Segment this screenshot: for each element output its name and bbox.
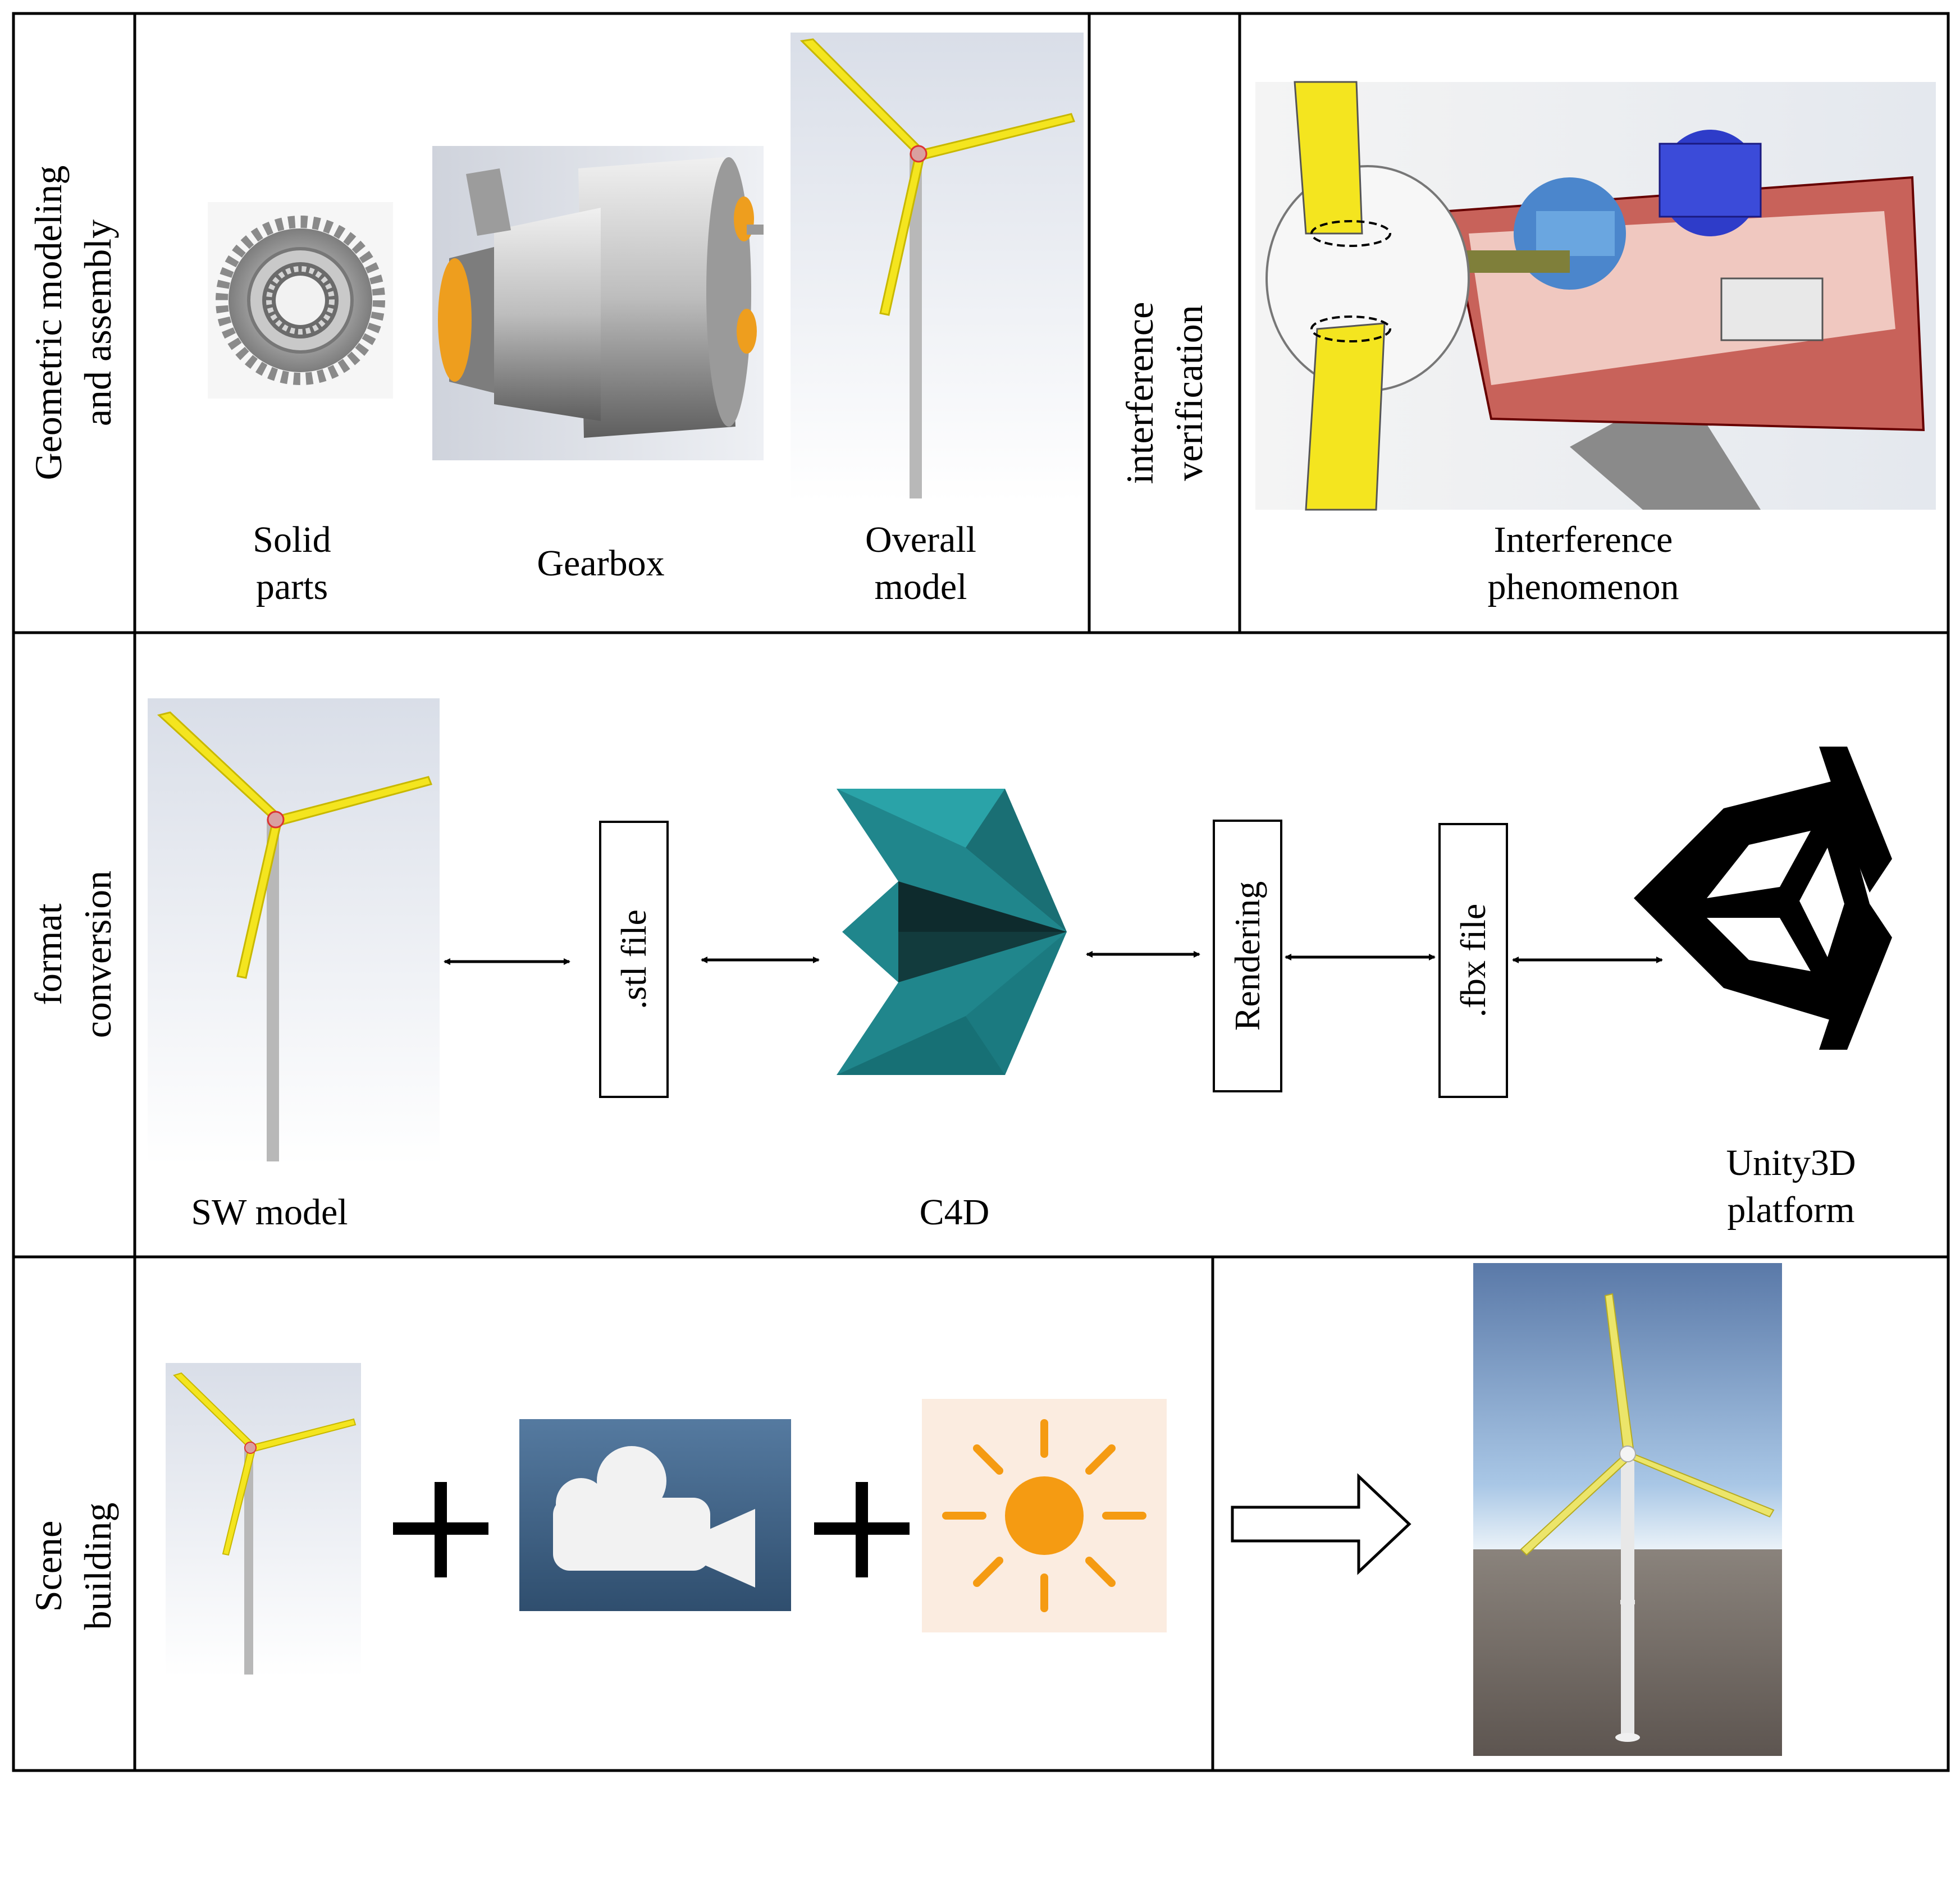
camera-icon: [519, 1419, 791, 1611]
double-arrow-icon: [444, 951, 1663, 965]
gear-icon: [208, 202, 393, 399]
plus-icon: [393, 1482, 488, 1577]
unity-logo-icon: [1634, 747, 1892, 1050]
plus-icon: [814, 1482, 910, 1577]
caption-line: Solid: [253, 519, 331, 560]
caption-unity3d-platform: Unity3D platform: [1707, 1140, 1875, 1234]
caption-line: parts: [255, 566, 328, 607]
wind-turbine-icon: [791, 33, 1084, 502]
caption-line: Gearbox: [537, 543, 665, 584]
caption-line: platform: [1727, 1190, 1855, 1230]
caption-interference-phenomenon: Interference phenomenon: [1460, 516, 1707, 611]
stl-file-box: .stl file: [599, 821, 669, 1098]
caption-solid-parts: Solid parts: [225, 516, 359, 611]
hollow-arrow-icon: [1231, 1473, 1411, 1575]
caption-line: Overall: [865, 519, 976, 560]
workflow-diagram: Geometric modeling and assembly format c…: [12, 12, 1950, 1772]
nacelle-icon: [1255, 81, 1936, 511]
caption-line: Interference: [1493, 519, 1673, 560]
caption-line: Unity3D: [1726, 1142, 1856, 1183]
wind-turbine-icon: [148, 698, 440, 1165]
c4d-logo-icon: [837, 789, 1067, 1075]
sun-icon: [922, 1399, 1167, 1632]
fbx-file-box: .fbx file: [1438, 823, 1508, 1098]
caption-sw-model: SW model: [191, 1192, 348, 1233]
rendering-box: Rendering: [1213, 820, 1282, 1092]
caption-line: phenomenon: [1487, 566, 1679, 607]
caption-gearbox: Gearbox: [517, 540, 685, 587]
gearbox-icon: [432, 146, 764, 460]
caption-line: model: [874, 566, 967, 607]
wind-turbine-icon: [166, 1363, 361, 1677]
caption-c4d: C4D: [919, 1192, 990, 1233]
unity-scene-icon: [1473, 1263, 1782, 1756]
caption-overall-model: Overall model: [842, 516, 999, 611]
table-grid: [12, 12, 1950, 1772]
